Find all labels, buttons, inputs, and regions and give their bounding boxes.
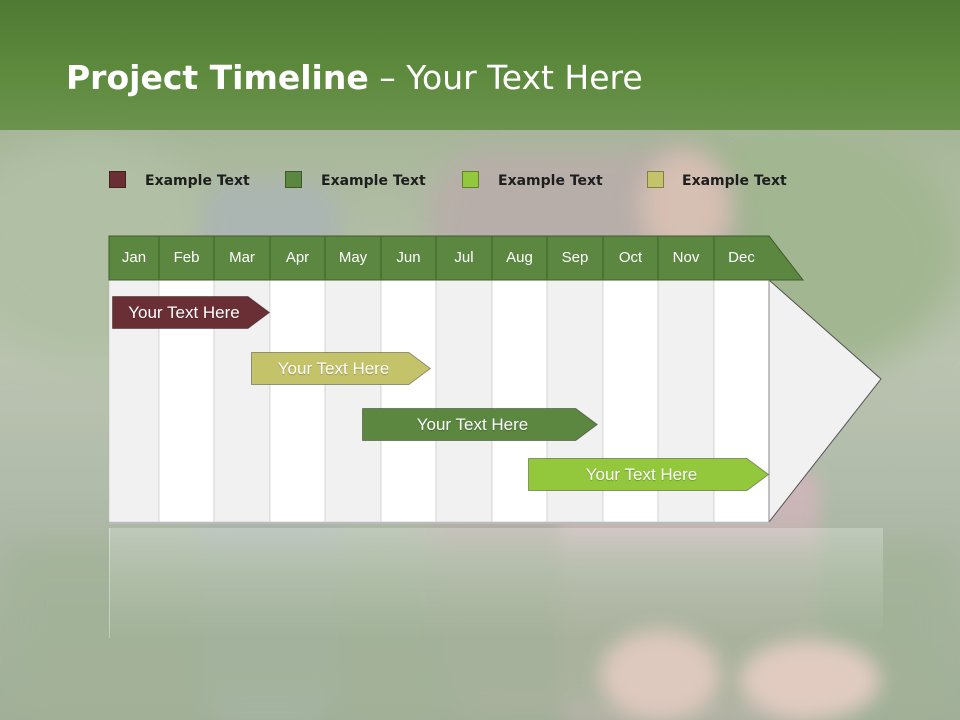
slide-title[interactable]: Project Timeline – Your Text Here — [66, 58, 643, 97]
legend-label: Example Text — [498, 173, 603, 189]
month-label-feb: Feb — [173, 249, 200, 266]
month-label-dec: Dec — [728, 249, 755, 266]
month-label-nov: Nov — [672, 249, 700, 266]
legend-label: Example Text — [145, 173, 250, 189]
month-label-may: May — [338, 249, 368, 266]
timeline-reflection — [109, 528, 883, 638]
task-arrow-2[interactable]: Your Text Here — [250, 352, 431, 385]
month-header-bar — [108, 235, 805, 281]
legend-swatch — [109, 171, 126, 188]
legend-swatch — [285, 171, 302, 188]
legend-label: Example Text — [321, 173, 426, 189]
legend-swatch — [462, 171, 479, 188]
title-band — [0, 0, 960, 130]
title-rest: – Your Text Here — [368, 58, 643, 97]
legend-swatch — [647, 171, 664, 188]
task-arrow-3[interactable]: Your Text Here — [361, 408, 598, 441]
task-label: Your Text Here — [277, 359, 390, 378]
month-label-oct: Oct — [618, 249, 643, 266]
task-label: Your Text Here — [128, 303, 240, 322]
month-column — [269, 279, 326, 523]
month-label-sep: Sep — [561, 249, 589, 266]
task-arrow-1[interactable]: Your Text Here — [112, 296, 271, 329]
task-label: Your Text Here — [585, 465, 698, 484]
month-label-jan: Jan — [121, 249, 147, 266]
task-label: Your Text Here — [416, 415, 529, 434]
legend-label: Example Text — [682, 173, 787, 189]
month-label-jun: Jun — [396, 249, 421, 266]
month-label-mar: Mar — [229, 249, 255, 266]
month-column — [435, 279, 493, 523]
month-column — [324, 279, 382, 523]
month-column — [380, 279, 437, 523]
title-bold: Project Timeline — [66, 58, 369, 97]
task-arrow-4[interactable]: Your Text Here — [528, 458, 770, 491]
month-label-aug: Aug — [506, 249, 533, 266]
month-label-jul: Jul — [454, 249, 474, 266]
month-label-apr: Apr — [285, 249, 310, 266]
